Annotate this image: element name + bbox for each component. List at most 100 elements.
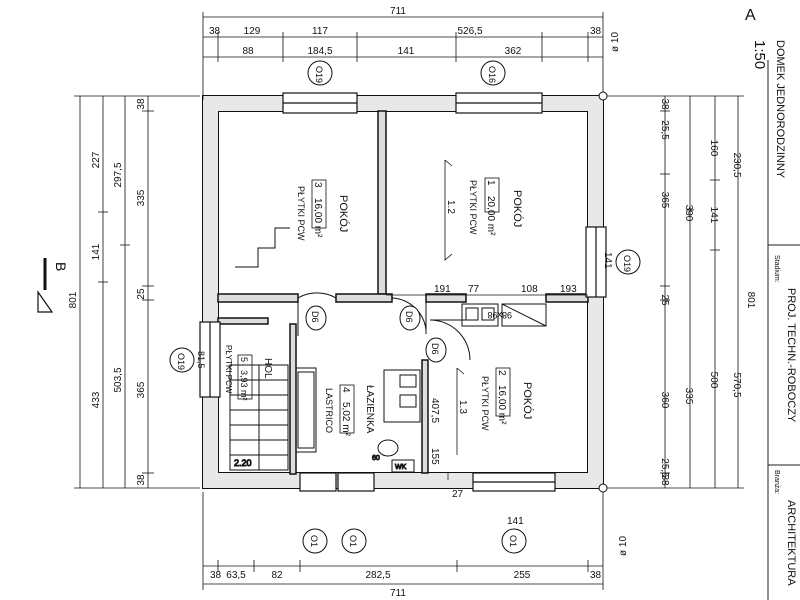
- dim-left-outer: 801: [68, 291, 79, 308]
- inner-dim-7: 141: [507, 516, 524, 527]
- dim-top-r2-0: 88: [242, 46, 254, 57]
- dimension-lines-bottom: [202, 492, 604, 590]
- dim-left-b-1: 503,5: [113, 367, 124, 392]
- branza-label: Branża:: [773, 470, 780, 494]
- dim-right-c-0: 38: [659, 98, 670, 110]
- dim-top-r2-1: 184,5: [307, 46, 332, 57]
- inner-dim-lines: [386, 294, 588, 480]
- room2-extra: 1.3: [457, 400, 468, 414]
- dimension-lines-right: [606, 95, 744, 489]
- dim-bottom-r1-5: 38: [590, 570, 602, 581]
- door-tag-2: D6: [430, 343, 440, 355]
- room-label-1: POKÓJ 1 20,00 m² PŁYTKI PCW 1.2: [444, 159, 524, 261]
- room2-area: 16,00 m²: [496, 385, 507, 425]
- dim-right-c-6: 360: [659, 392, 670, 409]
- room-label-2: POKÓJ 2 16,00 m² PŁYTKI PCW 1.3: [456, 367, 534, 455]
- dim-left-a-2: 433: [91, 391, 102, 408]
- room1-number: 1: [485, 180, 496, 186]
- dim-left-c-1: 335: [136, 189, 147, 206]
- scale-label: 1:50: [751, 40, 768, 69]
- window-tag-5: O1: [348, 535, 358, 547]
- room-label-3: POKÓJ 3 16,00 m² PŁYTKI PCW: [296, 179, 350, 241]
- room-label-5: HOL 5 3,93 m² PŁYTKI PCW: [224, 345, 273, 401]
- staircase: 2.20: [229, 364, 289, 471]
- window-tag-3: O19: [176, 353, 186, 370]
- room3-area: 16,00 m²: [312, 198, 323, 238]
- room4-name: ŁAZIENKA: [364, 385, 375, 434]
- dim-right-c-5: 335: [683, 388, 694, 405]
- room4-floor: LASTRICO: [324, 388, 334, 433]
- room1-extra: 1.2: [445, 200, 456, 214]
- dim-top-r1-4: 38: [590, 26, 602, 37]
- room1-name: POKÓJ: [511, 190, 524, 227]
- dim-top-overall: 711: [390, 6, 406, 17]
- dim-right-a-2: 500: [708, 372, 719, 389]
- room2-number: 2: [496, 370, 507, 376]
- dim-right-c-1: 25,5: [659, 120, 670, 140]
- dim-left-a-1: 141: [91, 243, 102, 260]
- door-tag-1: D6: [404, 311, 414, 323]
- window-tag-4: O1: [309, 535, 319, 547]
- inner-dim-3: 193: [560, 284, 577, 295]
- room1-area: 20,00 m²: [485, 196, 496, 236]
- window-tag-6: O1: [508, 535, 518, 547]
- room4-number: 4: [340, 387, 351, 393]
- dim-bottom-r1-2: 82: [271, 570, 283, 581]
- project-title: DOMEK JEDNORODZINNY: [774, 40, 786, 179]
- stadium-label: Stadium:: [773, 255, 780, 283]
- dim-right-c-2: 365: [659, 192, 670, 209]
- inner-dim-9: 81,5: [196, 351, 206, 369]
- room3-number: 3: [312, 182, 323, 188]
- opening-tags: [169, 60, 641, 554]
- stadium-value: PROJ. TECHN.-ROBOCZY: [785, 288, 797, 423]
- room5-area: 3,93 m²: [239, 370, 249, 401]
- wc-label: WK: [395, 464, 407, 471]
- inner-dim-6: 27: [452, 489, 464, 500]
- dim-left-b-0: 297,5: [113, 162, 124, 187]
- room5-name: HOL: [262, 358, 273, 379]
- inner-dim-10: 98x98: [487, 310, 512, 320]
- dim-bottom-r1-1: 63,5: [226, 570, 246, 581]
- dim-left-a-0: 227: [91, 151, 102, 168]
- room3-name: POKÓJ: [337, 195, 350, 232]
- dim-left-c-4: 38: [136, 474, 147, 486]
- dim-bottom-diameter: ø 10: [618, 536, 629, 556]
- inner-dim-8: 141: [602, 252, 613, 269]
- inner-dim-4: 407,5: [429, 398, 440, 423]
- dim-top-r1-0: 38: [209, 26, 221, 37]
- dim-top-diameter: ø 10: [610, 32, 621, 52]
- room5-floor: PŁYTKI PCW: [224, 345, 233, 394]
- stair-label: 2.20: [234, 458, 252, 468]
- dim-bottom-r1-3: 282,5: [365, 570, 390, 581]
- room2-floor: PŁYTKI PCW: [480, 376, 490, 431]
- corner-markers: [598, 91, 608, 493]
- room3-floor: PŁYTKI PCW: [296, 186, 306, 241]
- room2-name: POKÓJ: [521, 382, 534, 419]
- dim-left-c-2: 25: [136, 288, 147, 300]
- dim-left-c-3: 365: [136, 381, 147, 398]
- dimension-lines-left: [74, 95, 200, 489]
- dim-top-r1-2: 117: [312, 26, 328, 37]
- ventilation-shaft: [461, 303, 547, 327]
- room3-stair-line: [235, 227, 290, 268]
- dim-right-c-8: 38: [659, 474, 670, 486]
- inner-dim-1: 77: [468, 284, 480, 295]
- dim-right-c-7: 25,5: [659, 458, 670, 478]
- dim-right-a-0: 160: [708, 140, 719, 157]
- inner-dim-0: 191: [434, 284, 451, 295]
- inner-dim-5: 155: [429, 448, 440, 465]
- inner-dim-2: 108: [521, 284, 538, 295]
- dim-top-r2-2: 141: [398, 46, 415, 57]
- bathroom-fixtures: WK 60: [295, 367, 421, 473]
- dim-top-r1-3: 526,5: [457, 26, 482, 37]
- room5-number: 5: [239, 357, 249, 362]
- title-block: A 1:50 DOMEK JEDNORODZINNY Stadium: PROJ…: [745, 7, 800, 600]
- dim-bottom-r1-0: 38: [210, 570, 222, 581]
- outer-walls: [202, 95, 604, 489]
- dim-right-c-3: 390: [683, 205, 694, 222]
- dimension-lines-top: [202, 12, 604, 100]
- sink-label: 60: [372, 455, 380, 462]
- dim-right-b-0: 230,5: [731, 152, 742, 177]
